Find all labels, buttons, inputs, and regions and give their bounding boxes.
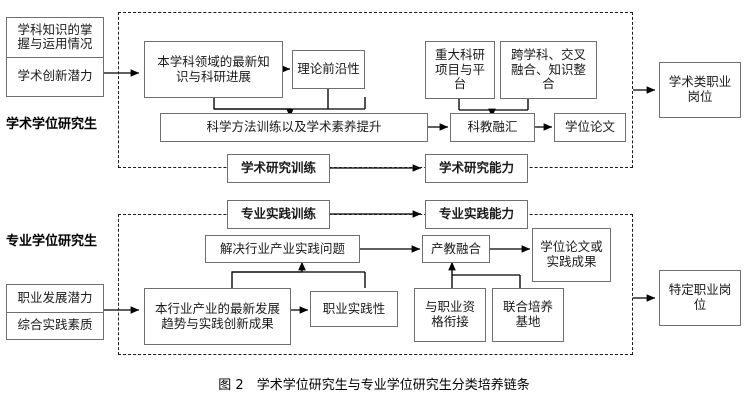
professional-input-1: 职业发展潜力 [17, 289, 93, 305]
node-professional-vocational-practicality: 职业实践性 [310, 291, 398, 327]
node-academic-sci-edu-integration: 科教融汇 [450, 113, 535, 142]
node-academic-frontier-knowledge: 本学科领域的最新知识与科研进展 [144, 41, 283, 98]
outcome-academic-position: 学术类职业岗位 [659, 62, 741, 118]
node-professional-joint-training-base: 联合培养基地 [492, 288, 564, 342]
node-academic-method-training: 科学方法训练以及学术素养提升 [160, 113, 428, 142]
professional-track-label: 专业学位研究生 [6, 234, 98, 249]
academic-input-2: 学术创新潜力 [7, 56, 103, 97]
outcome-professional-position: 特定职业岗位 [659, 270, 741, 326]
node-academic-interdisciplinary: 跨学科、交叉融合、知识整合 [500, 41, 597, 99]
node-academic-major-projects: 重大科研项目与平台 [425, 41, 495, 99]
academic-input-stack: 学科知识的掌握与运用情况 学术创新潜力 [6, 17, 104, 97]
gate-professional-practice-capability: 专业实践能力 [425, 200, 528, 229]
node-professional-solve-industry-problems: 解决行业产业实践问题 [205, 235, 360, 263]
node-academic-theory-frontier: 理论前沿性 [292, 50, 365, 89]
node-professional-industry-trends: 本行业产业的最新发展趋势与实践创新成果 [144, 288, 291, 345]
professional-input-stack: 职业发展潜力 综合实践素质 [6, 284, 104, 340]
figure-caption: 图 2 学术学位研究生与专业学位研究生分类培养链条 [218, 378, 530, 393]
academic-track-label: 学术学位研究生 [6, 117, 98, 132]
node-professional-qualification-link: 与职业资格衔接 [414, 288, 486, 342]
node-academic-dissertation: 学位论文 [554, 113, 626, 142]
node-professional-thesis-or-practice-outcome: 学位论文或实践成果 [532, 228, 611, 282]
gate-professional-practice-training: 专业实践训练 [227, 200, 330, 229]
professional-input-2: 综合实践素质 [7, 311, 103, 340]
gate-academic-research-training: 学术研究训练 [227, 154, 330, 183]
academic-input-1: 学科知识的掌握与运用情况 [17, 21, 93, 52]
gate-academic-research-capability: 学术研究能力 [425, 154, 528, 183]
node-professional-industry-education-integration: 产教融合 [422, 235, 490, 263]
